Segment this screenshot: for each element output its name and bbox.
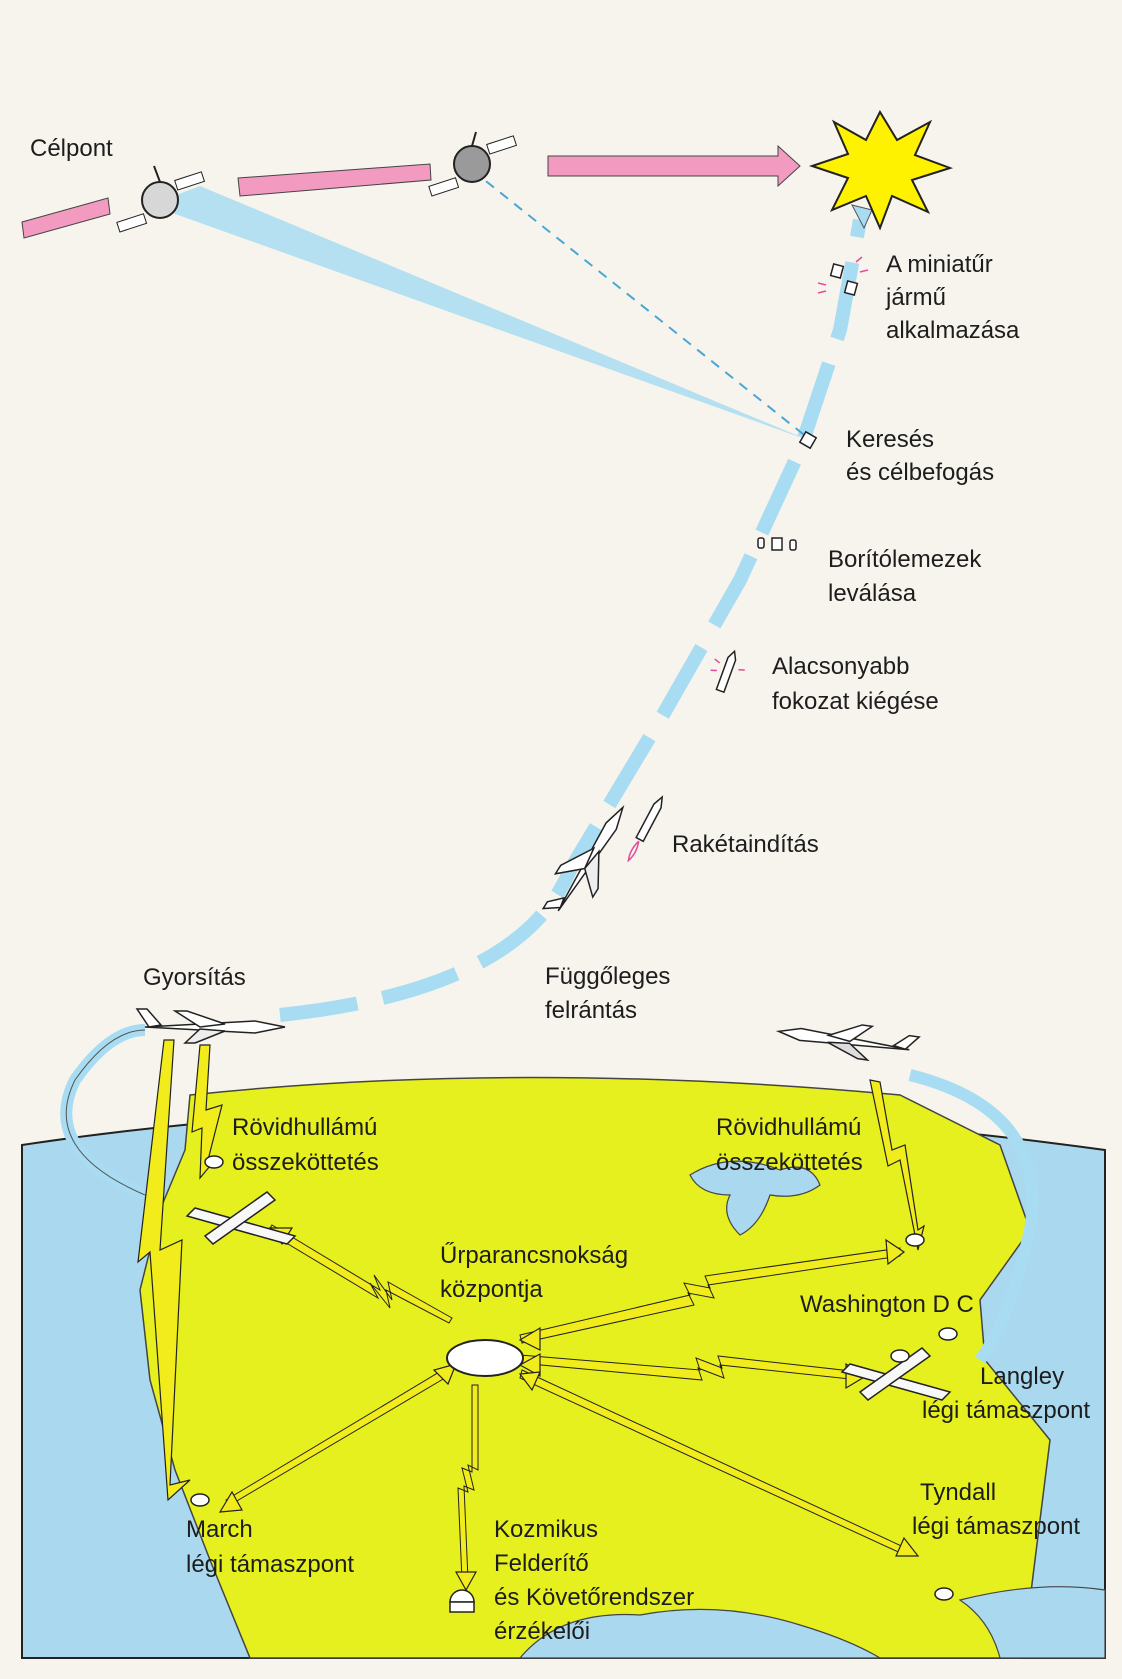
ground-station-icon xyxy=(905,1233,925,1247)
florida-water xyxy=(958,1586,1106,1659)
label-sensors-3: és Követőrendszer xyxy=(494,1584,694,1611)
trajectory-arrowhead xyxy=(851,204,873,230)
satellite-icon xyxy=(116,165,206,233)
seeker-vehicle-icon xyxy=(798,430,818,450)
label-tyndall-1: Tyndall xyxy=(920,1479,996,1506)
label-search-1: Keresés xyxy=(846,426,934,453)
airbase-cross-icon xyxy=(840,1347,952,1401)
trajectory-path xyxy=(279,218,867,1022)
fighter-jet-icon xyxy=(775,1024,921,1062)
gulf-water xyxy=(518,1608,883,1659)
label-sensors-4: érzékelői xyxy=(494,1618,590,1645)
radio-link-lightning xyxy=(869,1079,925,1251)
label-miniature-3: alkalmazása xyxy=(886,317,1020,344)
fighter-jet-icon xyxy=(135,1008,286,1044)
sensor-dome-icon xyxy=(449,1589,475,1613)
great-lakes xyxy=(689,1160,821,1236)
ground-station-icon xyxy=(204,1155,224,1169)
missile-trajectory xyxy=(279,204,873,1022)
label-miniature-2: jármű xyxy=(885,284,946,311)
label-shortwave-west-2: összeköttetés xyxy=(232,1149,379,1176)
label-march-1: March xyxy=(186,1516,253,1543)
shroud-separation-icon xyxy=(757,537,797,551)
label-shroud-2: leválása xyxy=(828,580,917,607)
label-shortwave-east-1: Rövidhullámú xyxy=(716,1114,861,1141)
ground-station-icon xyxy=(890,1349,910,1363)
orbit-segment-1 xyxy=(21,197,111,239)
label-hq-1: Űrparancsnokság xyxy=(440,1242,628,1269)
guidance-dashed-line xyxy=(471,169,809,439)
ground-station-icon xyxy=(934,1587,954,1601)
missile-icon xyxy=(627,795,664,863)
aircraft-arcs xyxy=(60,1024,1039,1364)
orbit-segment-2 xyxy=(237,163,432,197)
label-sensors-2: Felderítő xyxy=(494,1550,589,1577)
label-launch: Rakétaindítás xyxy=(672,831,819,858)
east-return-arc xyxy=(908,1069,1039,1364)
label-target: Célpont xyxy=(30,135,113,162)
airbase-cross-icon xyxy=(185,1191,297,1245)
orbit-arrow xyxy=(547,144,801,188)
label-tyndall-2: légi támaszpont xyxy=(912,1513,1080,1540)
command-links xyxy=(225,1224,911,1581)
label-washington: Washington D C xyxy=(800,1291,974,1318)
label-stage-2: fokozat kiégése xyxy=(772,688,939,715)
label-shortwave-west-1: Rövidhullámú xyxy=(232,1114,377,1141)
label-acceleration: Gyorsítás xyxy=(143,964,246,991)
label-hq-2: központja xyxy=(440,1276,543,1303)
label-miniature-1: A miniatűr xyxy=(886,251,993,278)
miniature-vehicle-icon xyxy=(817,256,869,297)
label-shortwave-east-2: összeköttetés xyxy=(716,1149,863,1176)
label-pullup-1: Függőleges xyxy=(545,963,670,990)
labels: Célpont A miniatűr jármű alkalmazása Ker… xyxy=(30,135,1090,1645)
label-stage-1: Alacsonyabb xyxy=(772,653,909,680)
satellite-orbit xyxy=(21,144,801,239)
label-search-2: és célbefogás xyxy=(846,459,994,486)
label-shroud-1: Borítólemezek xyxy=(828,546,982,573)
label-march-2: légi támaszpont xyxy=(186,1551,354,1578)
tracking-beam xyxy=(150,186,808,440)
ground-station-icon xyxy=(938,1327,958,1341)
label-pullup-2: felrántás xyxy=(545,997,637,1024)
label-langley-2: légi támaszpont xyxy=(922,1397,1090,1424)
missile-icon xyxy=(710,649,745,694)
explosion-star-icon xyxy=(808,109,954,231)
hq-icon xyxy=(446,1339,524,1377)
satellite-icon xyxy=(428,131,518,197)
fighter-jet-icon xyxy=(541,805,625,912)
label-sensors-1: Kozmikus xyxy=(494,1516,598,1543)
ground-station-icon xyxy=(190,1493,210,1507)
west-climb-arc-outline xyxy=(65,1029,146,1196)
label-langley-1: Langley xyxy=(980,1363,1064,1390)
